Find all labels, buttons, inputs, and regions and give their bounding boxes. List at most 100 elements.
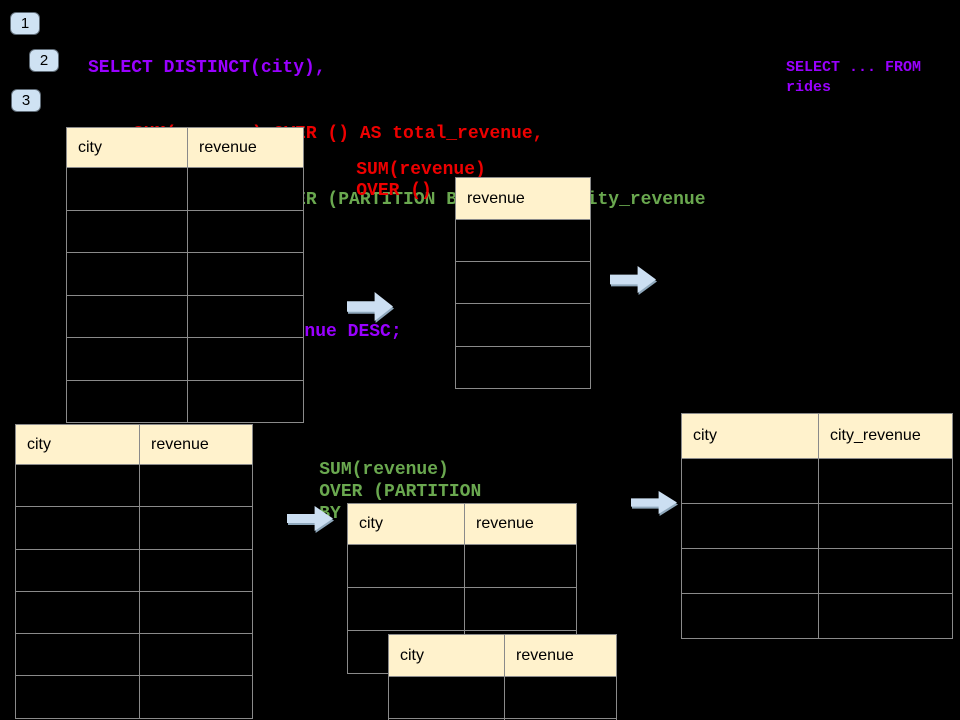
table-row xyxy=(682,548,952,593)
table-row xyxy=(67,294,303,338)
table-row xyxy=(67,167,303,210)
arrow-right-icon xyxy=(287,506,333,531)
table-row xyxy=(348,544,576,587)
table-cell xyxy=(348,545,464,587)
table-cell xyxy=(504,677,616,718)
table-cell xyxy=(187,338,303,380)
table-cell xyxy=(456,220,590,261)
table-cell xyxy=(16,507,139,548)
table-cell xyxy=(139,676,252,718)
table-header-row: city revenue xyxy=(348,504,576,544)
table-row xyxy=(67,337,303,380)
sum-over-total-label: SUM(revenue) OVER () xyxy=(313,139,486,223)
arrow-right-icon xyxy=(347,292,393,321)
table-cell xyxy=(464,545,576,587)
source-table-bottom: city revenue xyxy=(15,424,253,719)
flow-arrow-2 xyxy=(610,266,656,293)
table-row xyxy=(682,593,952,638)
step-badge-2-label: 2 xyxy=(39,52,49,69)
table-row xyxy=(456,345,590,388)
table-cell xyxy=(348,588,464,630)
partition-label-line1: SUM(revenue) xyxy=(319,460,449,480)
step-badge-3-label: 3 xyxy=(21,92,31,109)
table-cell xyxy=(389,677,504,718)
table-cell xyxy=(682,459,818,503)
table-cell xyxy=(456,347,590,388)
result-table: city city_revenue xyxy=(681,413,953,639)
arrow-right-icon xyxy=(631,491,677,514)
table-row xyxy=(16,506,252,549)
table-row xyxy=(16,675,252,718)
table-cell xyxy=(16,465,139,506)
total-label-line2: OVER () xyxy=(356,181,432,201)
table-cell xyxy=(139,591,252,634)
table-cell xyxy=(187,210,303,252)
table-row xyxy=(67,252,303,295)
flow-arrow-1 xyxy=(347,292,393,321)
table-row xyxy=(348,587,576,630)
table-cell xyxy=(139,634,252,676)
table-cell xyxy=(818,504,952,548)
table-row xyxy=(67,209,303,253)
table-header-row: city revenue xyxy=(67,128,303,167)
table-header-row: city revenue xyxy=(389,635,616,676)
flow-arrow-4 xyxy=(631,491,677,514)
table-cell xyxy=(67,296,187,338)
column-header-revenue: revenue xyxy=(467,189,525,207)
table-cell xyxy=(16,550,139,591)
table-cell xyxy=(139,549,252,591)
from-note-line2: rides xyxy=(786,79,832,96)
table-cell xyxy=(139,507,252,549)
table-header-row: revenue xyxy=(456,178,590,219)
table-row xyxy=(67,379,303,423)
table-cell xyxy=(16,634,139,675)
table-cell xyxy=(16,676,139,717)
column-header-city: city xyxy=(78,138,102,156)
table-cell xyxy=(187,380,303,422)
table-cell xyxy=(682,549,818,593)
partition-table-back: city revenue xyxy=(388,634,617,720)
from-note-line1: SELECT ... FROM xyxy=(786,59,922,76)
table-row xyxy=(682,503,952,548)
step-badge-1: 1 xyxy=(10,12,40,35)
flow-arrow-3 xyxy=(287,506,333,531)
table-cell xyxy=(818,459,952,503)
source-table-top: city revenue xyxy=(66,127,304,423)
table-row xyxy=(682,458,952,503)
table-cell xyxy=(67,211,187,253)
step-badge-3: 3 xyxy=(11,89,41,112)
table-row xyxy=(456,261,590,303)
table-header-row: city city_revenue xyxy=(682,414,952,458)
table-cell xyxy=(456,304,590,345)
column-header-city: city xyxy=(400,646,424,664)
table-cell xyxy=(464,588,576,630)
table-cell xyxy=(187,295,303,337)
table-row xyxy=(456,219,590,261)
table-header-row: city revenue xyxy=(16,425,252,464)
arrow-right-icon xyxy=(610,266,656,293)
table-cell xyxy=(67,168,187,210)
table-cell xyxy=(818,594,952,638)
column-header-city: city xyxy=(27,435,51,453)
table-row xyxy=(456,303,590,345)
column-header-revenue: revenue xyxy=(139,425,252,464)
table-cell xyxy=(456,262,590,303)
table-cell xyxy=(67,381,187,423)
table-cell xyxy=(16,592,139,633)
table-cell xyxy=(67,253,187,295)
sql-line-select: SELECT DISTINCT(city), xyxy=(88,58,326,78)
from-rides-note: SELECT ... FROM rides xyxy=(750,38,921,118)
table-row xyxy=(16,633,252,676)
table-cell xyxy=(139,465,252,507)
table-cell xyxy=(682,594,818,638)
column-header-revenue: revenue xyxy=(464,504,576,544)
table-cell xyxy=(187,168,303,210)
table-cell xyxy=(818,549,952,593)
column-header-city: city xyxy=(359,515,383,532)
table-row xyxy=(16,464,252,507)
partition-label-line2: OVER (PARTITION xyxy=(319,482,482,502)
table-cell xyxy=(187,253,303,295)
table-row xyxy=(16,590,252,634)
column-header-revenue: revenue xyxy=(187,128,303,167)
